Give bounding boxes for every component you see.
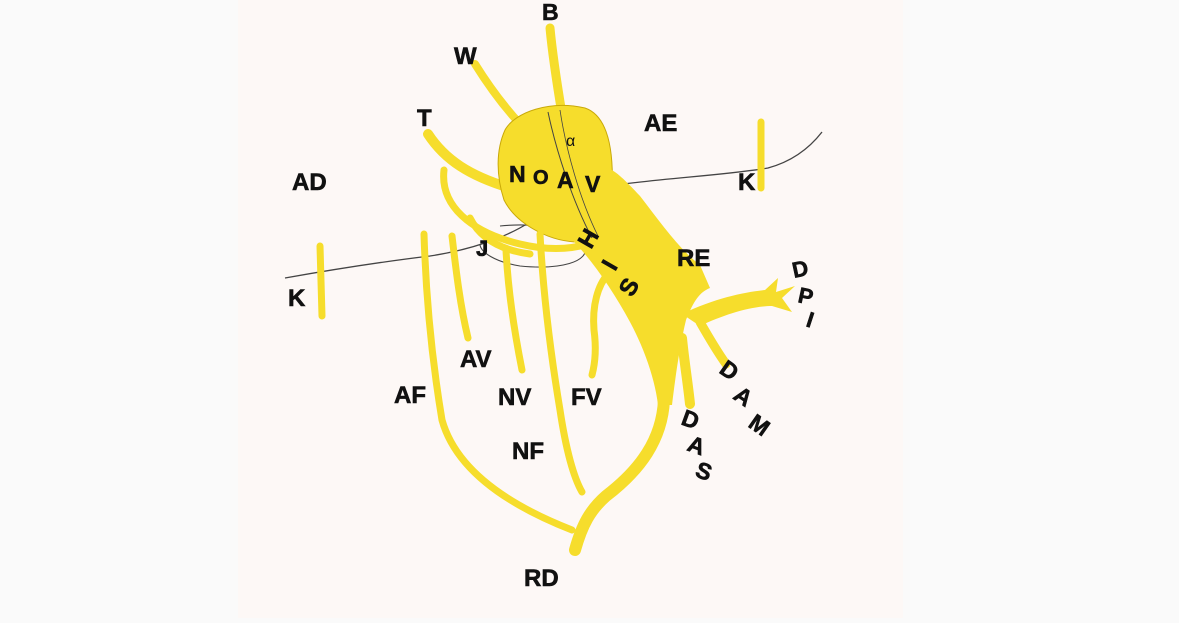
label-t: T (417, 105, 432, 132)
label-noav-a: A (557, 167, 574, 193)
paper-sheet (238, 0, 903, 618)
label-alpha: α (566, 133, 575, 150)
label-noav-o: O (533, 167, 549, 189)
label-j: J (476, 236, 488, 261)
label-ad: AD (292, 169, 327, 196)
label-av: AV (460, 346, 492, 373)
label-k-left: K (288, 285, 306, 312)
label-nv: NV (498, 384, 531, 411)
label-noav-v: V (585, 171, 601, 197)
label-b: B (542, 0, 559, 25)
label-fv: FV (571, 384, 602, 411)
label-nf: NF (512, 438, 544, 465)
label-rd: RD (524, 565, 559, 592)
label-re: RE (677, 245, 710, 272)
label-k-right: K (738, 169, 756, 196)
label-w: W (454, 43, 477, 70)
label-af: AF (394, 382, 426, 409)
label-noav-n: N (509, 161, 526, 187)
k-bar-left (320, 246, 322, 316)
label-ae: AE (644, 110, 677, 137)
